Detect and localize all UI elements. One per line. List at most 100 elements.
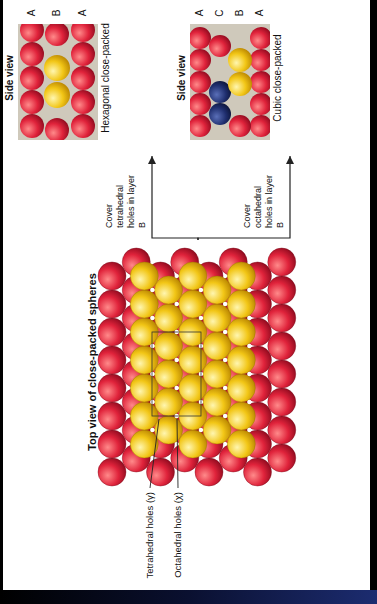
sphere-lattice	[98, 248, 296, 486]
slide-strip	[0, 590, 377, 604]
hole-dot	[247, 344, 251, 348]
hole-dot	[150, 288, 154, 292]
hole-dot	[247, 400, 251, 404]
hole-dot	[199, 316, 203, 320]
yellow-sphere	[155, 360, 183, 388]
yellow-sphere	[203, 416, 231, 444]
yellow-sphere	[179, 262, 207, 290]
layer-letter: B	[234, 6, 246, 20]
yellow-sphere	[179, 290, 207, 318]
hole-dot	[247, 372, 251, 376]
yellow-sphere	[203, 388, 231, 416]
hole-dot	[247, 288, 251, 292]
yellow-sphere	[179, 346, 207, 374]
red-sphere	[98, 430, 126, 458]
unit-outline	[152, 332, 201, 416]
yellow-sphere	[155, 304, 183, 332]
yellow-sphere	[227, 290, 255, 318]
side-view-panel: Side view Hexagonal close-packed	[4, 0, 172, 156]
red-sphere	[195, 458, 223, 486]
hcp-photo	[18, 24, 98, 140]
arrow-label: Cover tetrahedral holes in layer B	[104, 172, 148, 228]
hole-dot	[150, 344, 154, 348]
red-sphere	[268, 360, 296, 388]
layer-letter: A	[254, 6, 266, 20]
yellow-sphere	[155, 332, 183, 360]
hole-dot	[247, 316, 251, 320]
yellow-sphere	[203, 304, 231, 332]
red-sphere	[268, 276, 296, 304]
branch-arrow	[198, 156, 290, 240]
arrow-label: Cover octahedral holes in layer B	[242, 172, 286, 228]
hole-dot	[150, 400, 154, 404]
leader-line	[150, 419, 159, 488]
hole-dot	[150, 428, 154, 432]
red-sphere	[98, 290, 126, 318]
red-sphere	[268, 332, 296, 360]
yellow-sphere	[227, 374, 255, 402]
hole-dot	[199, 288, 203, 292]
hole-dot	[247, 428, 251, 432]
yellow-sphere	[155, 388, 183, 416]
yellow-sphere	[203, 332, 231, 360]
yellow-sphere	[130, 374, 158, 402]
side-view-panel: Side view Cubic close-packed	[176, 0, 366, 156]
red-sphere	[268, 416, 296, 444]
red-sphere	[98, 458, 126, 486]
yellow-sphere	[227, 402, 255, 430]
yellow-sphere	[130, 290, 158, 318]
red-sphere	[98, 318, 126, 346]
yellow-sphere	[227, 262, 255, 290]
yellow-sphere	[179, 430, 207, 458]
red-sphere	[98, 374, 126, 402]
red-sphere	[268, 444, 296, 472]
hole-dot	[223, 358, 227, 362]
layer-letter: A	[26, 6, 38, 20]
yellow-sphere	[203, 360, 231, 388]
layer-letter: C	[214, 6, 226, 20]
leader-line	[177, 419, 178, 488]
red-sphere	[268, 388, 296, 416]
figure-panel	[3, 0, 370, 590]
layer-letter: A	[77, 6, 89, 20]
structure-caption: Cubic close-packed	[272, 0, 284, 156]
red-sphere	[268, 248, 296, 276]
panel-heading: Side view	[176, 0, 188, 156]
yellow-sphere	[227, 346, 255, 374]
red-sphere	[268, 304, 296, 332]
hole-dot	[223, 330, 227, 334]
panel-heading: Top view of close-packed spheres	[86, 240, 99, 484]
hole-dot	[150, 372, 154, 376]
branch-arrow	[152, 156, 198, 240]
yellow-sphere	[155, 276, 183, 304]
layer-letter: B	[51, 6, 63, 20]
red-sphere	[98, 402, 126, 430]
yellow-sphere	[227, 318, 255, 346]
yellow-sphere	[130, 346, 158, 374]
hole-label: Octahedral holes (χ)	[172, 492, 184, 592]
yellow-sphere	[203, 276, 231, 304]
yellow-sphere	[227, 430, 255, 458]
yellow-sphere	[130, 262, 158, 290]
top-view-panel: Top view of close-packed spheres	[80, 240, 295, 484]
hole-dot	[223, 302, 227, 306]
red-sphere	[244, 458, 272, 486]
hole-dot	[175, 358, 179, 362]
ccp-photo	[190, 24, 270, 140]
panel-heading: Side view	[4, 0, 16, 156]
hole-dot	[150, 316, 154, 320]
structure-caption: Hexagonal close-packed	[100, 0, 112, 156]
yellow-sphere	[179, 374, 207, 402]
hole-dot	[199, 428, 203, 432]
hole-dot	[175, 302, 179, 306]
hole-dot	[223, 386, 227, 390]
red-sphere	[98, 346, 126, 374]
red-sphere	[98, 262, 126, 290]
layer-letter: A	[194, 6, 206, 20]
hole-label: Tetrahedral holes (γ)	[144, 492, 156, 592]
hole-dot	[223, 414, 227, 418]
hole-dot	[175, 386, 179, 390]
